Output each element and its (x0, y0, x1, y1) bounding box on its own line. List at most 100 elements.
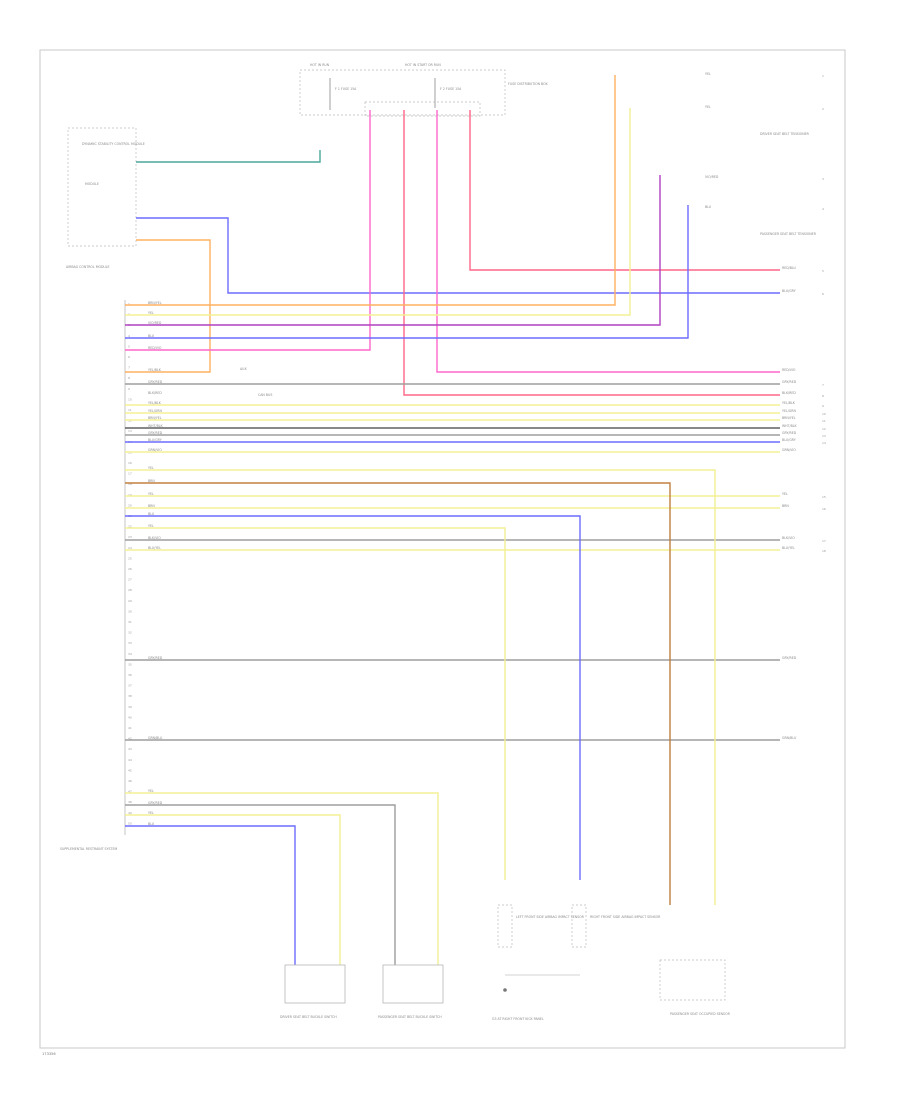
right-pin-number: 2 (822, 107, 824, 111)
right-wire-label-11: GRN/VIO (782, 448, 796, 452)
main-connector-pins: 1234567891011121314151617181920212223242… (128, 302, 132, 825)
left-wire-label-7: BLK/RED (148, 391, 162, 395)
passenger-seat-switch-label: PASSENGER SEAT OCCUPIED SENSOR (670, 1012, 731, 1016)
pin-number: 44 (128, 758, 132, 762)
left-wire-label-27: YEL (148, 811, 154, 815)
right-wire-label-13: BRN (782, 504, 789, 508)
left-wire-label-12: GRY/RED (148, 431, 163, 435)
pin-number: 33 (128, 641, 132, 645)
right-front-sensor-box (571, 904, 587, 948)
left-wire-label-9: YEL/GRN (148, 409, 162, 413)
pin-number: 49 (128, 811, 132, 815)
left-front-sensor-label: LEFT FRONT SIDE AIRBAG IMPACT SENSOR (516, 915, 585, 919)
pin-number: 26 (128, 567, 132, 571)
wire-blue-drop-2 (125, 825, 296, 965)
left-wire-label-2: VIO/RED (148, 321, 162, 325)
right-wire-label-17: GRN/BLU (782, 736, 797, 740)
left-seat-buckle-box (284, 964, 346, 1004)
wire-grey-drop (125, 804, 396, 965)
airbag-module-top: DYNAMIC STABILITY CONTROL MODULE MODULE … (66, 127, 145, 269)
pin-number: 41 (128, 726, 132, 730)
wire-label-top-3: VIO/RED (705, 175, 719, 179)
left-wire-label-3: BLU (148, 334, 155, 338)
ground-label: G3 AT RIGHT FRONT KICK PANEL (492, 1017, 544, 1021)
pin-number: 23 (128, 535, 132, 539)
left-wire-label-28: BLU (148, 822, 155, 826)
right-pin-number: 14 (822, 441, 826, 445)
fuse-block: HOT IN RUN HOT IN START OR RUN F 1 FUSE … (299, 63, 548, 117)
pin-number: 17 (128, 472, 132, 476)
pin-number: 28 (128, 588, 132, 592)
right-wire-label-10: BLU/GRY (782, 438, 796, 442)
left-wire-label-14: GRN/VIO (148, 448, 162, 452)
pin-number: 48 (128, 800, 132, 804)
pin-number: 5 (128, 344, 130, 348)
pin-number: 6 (128, 355, 130, 359)
pin-number: 46 (128, 779, 132, 783)
left-wire-label-23: GRY/RED (148, 656, 163, 660)
pin-number: 42 (128, 737, 132, 741)
wire-blue-2 (125, 205, 689, 339)
left-seat-buckle-label: DRIVER SEAT BELT BUCKLE SWITCH (280, 1015, 337, 1019)
right-pin-number: 9 (822, 404, 824, 408)
left-wire-label-16: BRN (148, 479, 155, 483)
wire-label-top-4: BLU (705, 205, 712, 209)
left-wire-label-5: YEL/BLK (148, 368, 162, 372)
left-wire-label-4: RED/VIO (148, 346, 162, 350)
front-sensors: LEFT FRONT SIDE AIRBAG IMPACT SENSOR RIG… (492, 904, 661, 1021)
wire-yellow-1 (125, 108, 631, 316)
left-wire-label-10: BRN/YEL (148, 416, 162, 420)
pin-number: 8 (128, 376, 130, 380)
wire-magenta-2 (436, 110, 780, 373)
pin-number: 22 (128, 525, 132, 529)
left-wire-label-1: YEL (148, 311, 154, 315)
right-wire-label-7: BRN/YEL (782, 416, 796, 420)
fuse-block-box (299, 69, 506, 116)
right-wire-label-5: YEL/BLK (782, 401, 796, 405)
right-pin-number: 6 (822, 292, 824, 296)
left-wire-label-25: YEL (148, 789, 154, 793)
left-seat-buckle: DRIVER SEAT BELT BUCKLE SWITCH (280, 964, 346, 1019)
wire-teal-top (136, 150, 321, 163)
fuse-sub-box (364, 101, 481, 117)
pin-number: 29 (128, 599, 132, 603)
right-pin-number: 4 (822, 207, 824, 211)
pin-number: 45 (128, 768, 132, 772)
right-wire-label-0: RED/BLU (782, 266, 797, 270)
left-wire-label-20: YEL (148, 524, 154, 528)
right-seat-buckle-box (382, 964, 444, 1004)
right-side: DRIVER SEAT BELT TENSIONER PASSENGER SEA… (760, 74, 826, 553)
pin-number: 20 (128, 503, 132, 507)
pin-number: 38 (128, 694, 132, 698)
pin-number: 31 (128, 620, 132, 624)
right-wire-label-2: RED/VIO (782, 368, 796, 372)
right-wire-label-9: GRY/RED (782, 431, 797, 435)
pin-number: 25 (128, 556, 132, 560)
right-pin-number: 5 (822, 269, 824, 273)
wire-red-1 (403, 110, 780, 396)
wire-orange-short (125, 239, 211, 373)
airbag-module-top-label: DYNAMIC STABILITY CONTROL MODULE (82, 142, 145, 146)
airbag-module-sub-label: MODULE (85, 182, 99, 186)
left-wire-label-13: BLU/GRY (148, 438, 162, 442)
right-pin-number: 16 (822, 507, 826, 511)
driver-seat-belt-label: DRIVER SEAT BELT TENSIONER (760, 132, 810, 136)
right-pin-number: 12 (822, 427, 826, 431)
fuse-left-label: F 1 FUSE 15A (335, 87, 357, 91)
wire-yellow-drop-2 (125, 527, 506, 880)
right-seat-buckle: PASSENGER SEAT BELT BUCKLE SWITCH (378, 964, 444, 1019)
airbag-module-top-note: AIRBAG CONTROL MODULE (66, 265, 110, 269)
main-module-label: SUPPLEMENTAL RESTRAINT SYSTEM (60, 847, 118, 851)
right-pin-number: 1 (822, 74, 824, 78)
right-wire-label-16: GRY/RED (782, 656, 797, 660)
right-wire-label-12: YEL (782, 492, 788, 496)
right-wire-label-14: BLK/VIO (782, 536, 795, 540)
airbag-module-top-box (67, 127, 137, 247)
right-pin-number: 11 (822, 419, 826, 423)
pin-number: 39 (128, 705, 132, 709)
left-wire-label-24: GRN/BLU (148, 736, 163, 740)
right-pin-number: 18 (822, 549, 826, 553)
right-wire-label-15: BLU/YEL (782, 546, 795, 550)
right-wire-label-1: BLU/GRY (782, 289, 796, 293)
